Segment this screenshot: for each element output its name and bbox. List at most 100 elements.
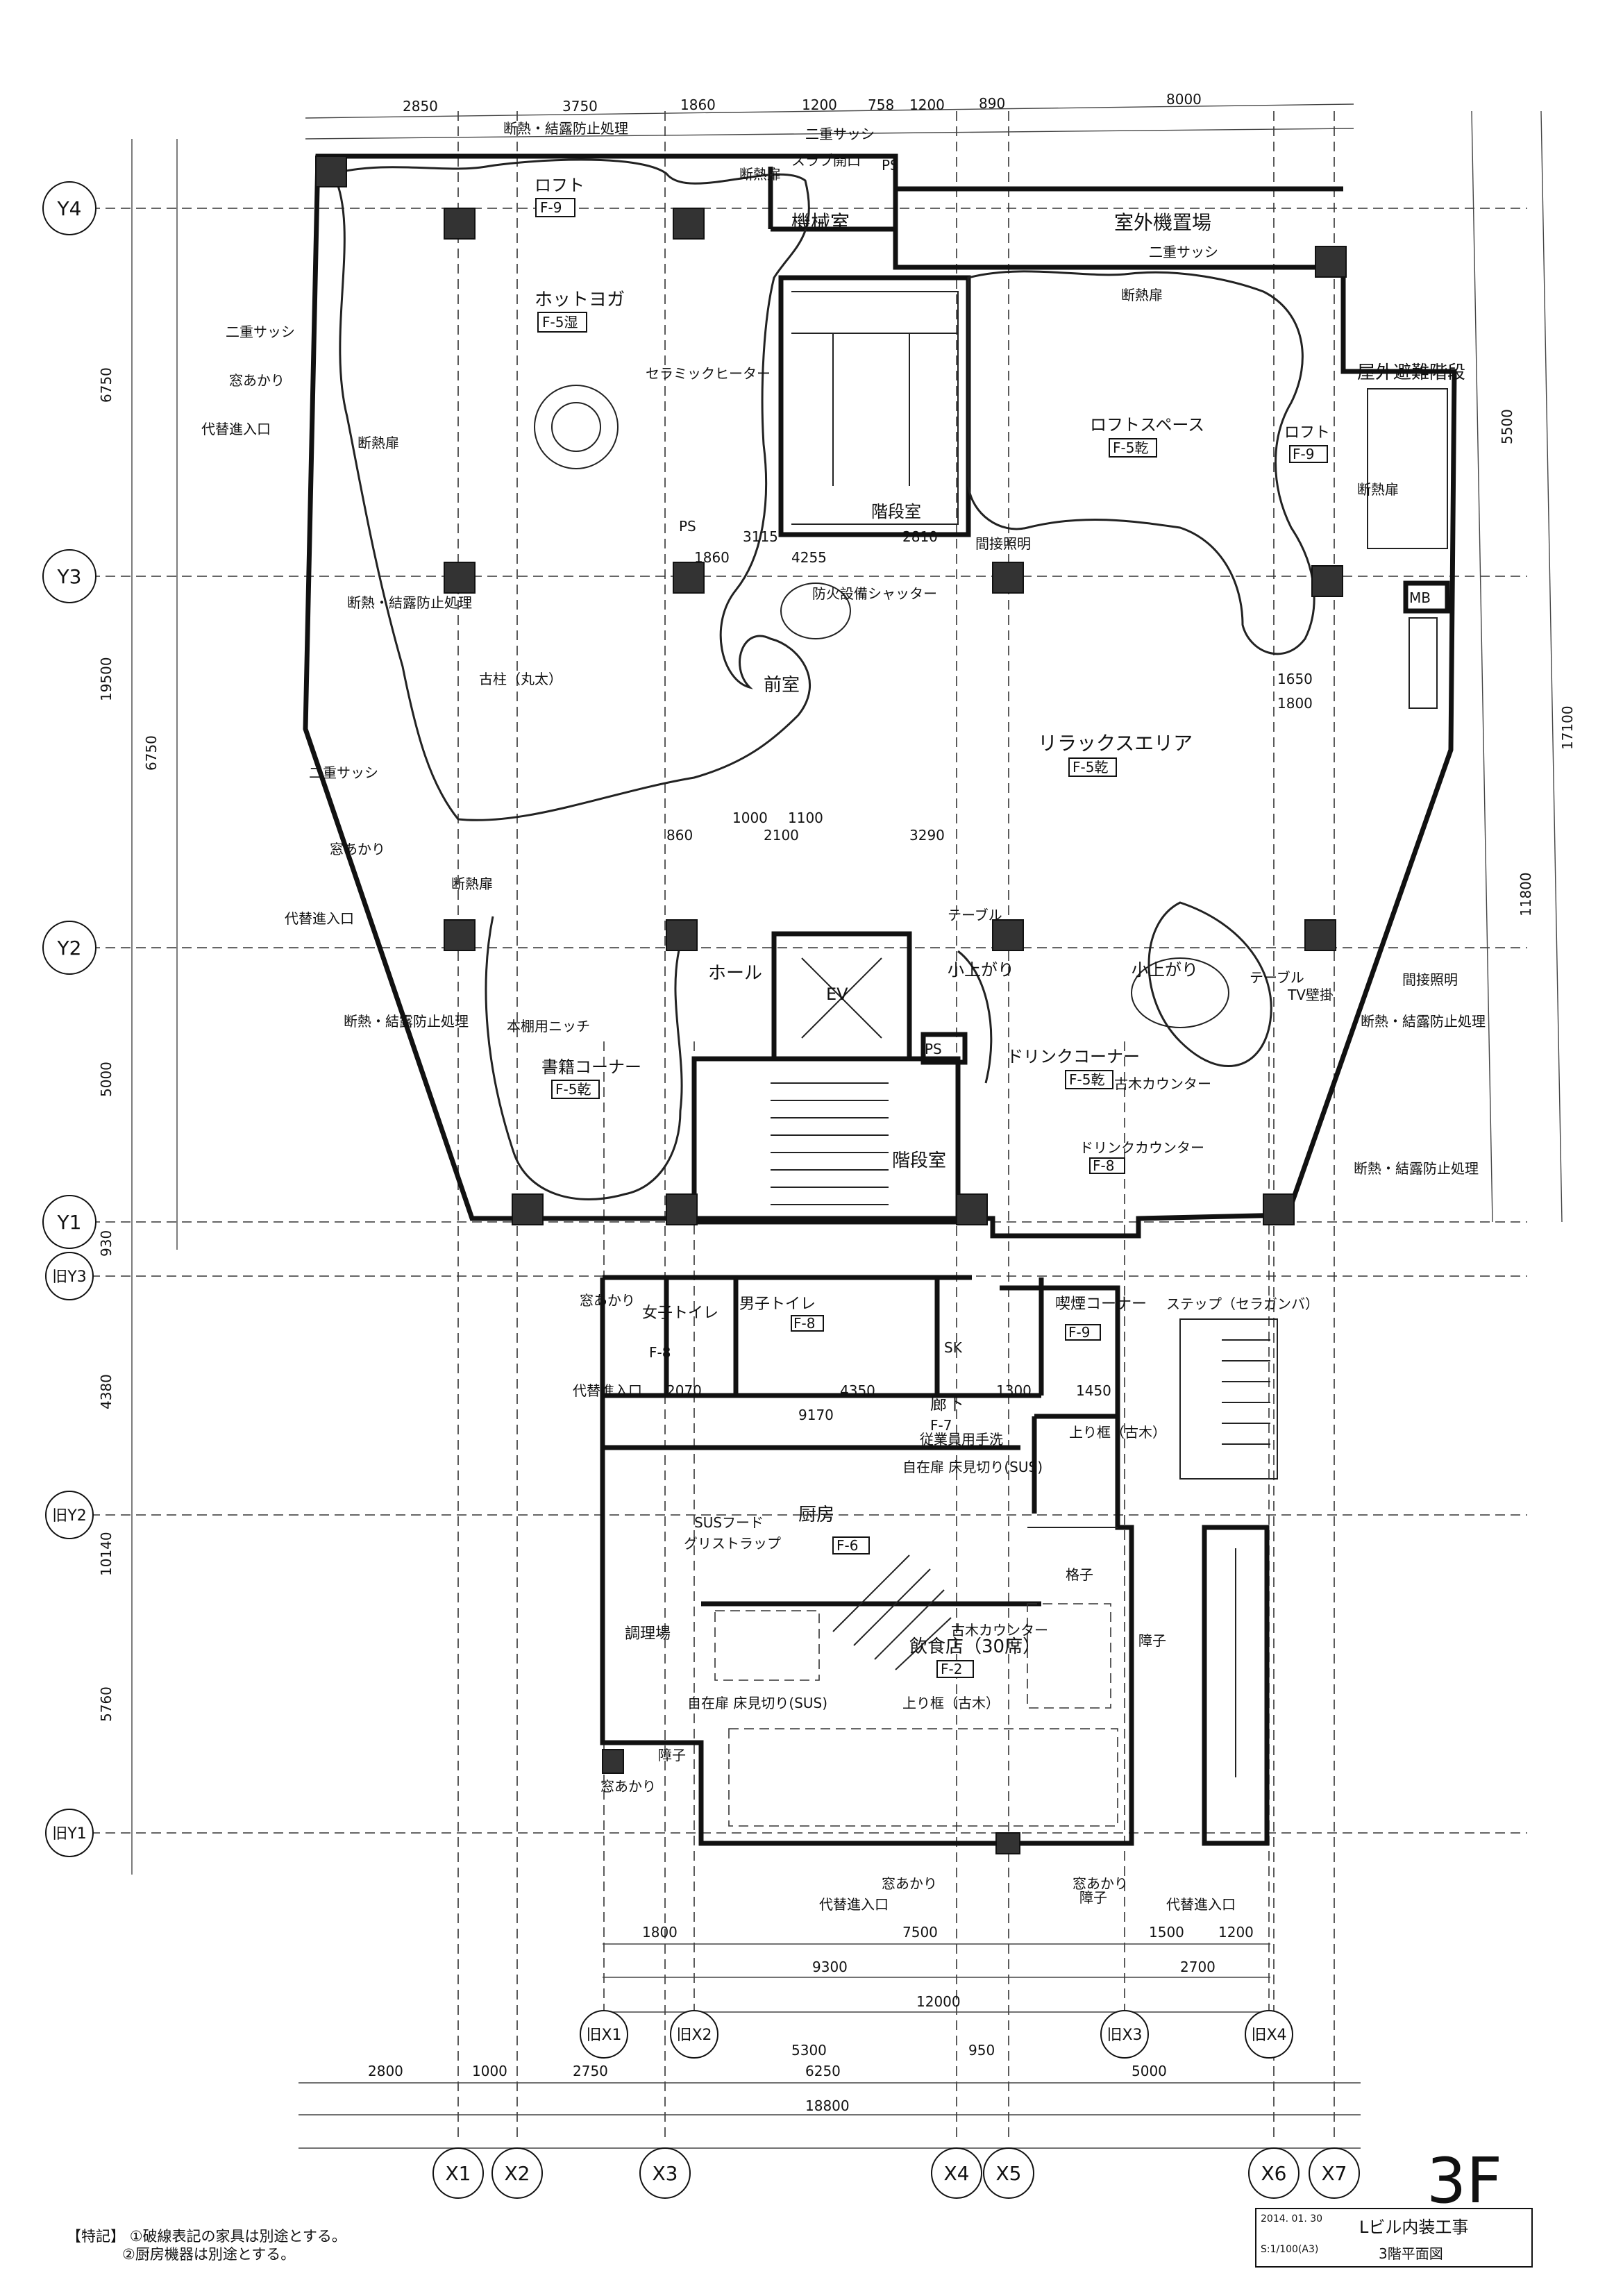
svg-text:断熱扉: 断熱扉 <box>358 435 399 451</box>
svg-text:9170: 9170 <box>798 1407 834 1423</box>
svg-text:断熱・結露防止処理: 断熱・結露防止処理 <box>1354 1160 1479 1177</box>
svg-text:テーブル: テーブル <box>1250 969 1304 986</box>
svg-text:上り框（古木）: 上り框（古木） <box>1069 1424 1166 1441</box>
svg-text:断熱・結露防止処理: 断熱・結露防止処理 <box>344 1013 469 1030</box>
svg-text:2070: 2070 <box>666 1382 702 1399</box>
svg-text:2100: 2100 <box>764 827 799 844</box>
svg-text:グリストラップ: グリストラップ <box>684 1535 781 1552</box>
grid-label: 旧X1 <box>586 2027 621 2044</box>
svg-text:MB: MB <box>1409 589 1431 606</box>
room-code: F-5乾 <box>1069 1071 1104 1088</box>
svg-text:1200: 1200 <box>802 97 837 113</box>
svg-text:代替進入口: 代替進入口 <box>819 1896 889 1913</box>
svg-text:障子: 障子 <box>658 1747 686 1763</box>
room-name: 喫煙コーナー <box>1055 1296 1147 1313</box>
svg-text:19500: 19500 <box>98 657 115 701</box>
grid-label: 旧X2 <box>676 2027 712 2044</box>
svg-text:890: 890 <box>979 95 1005 112</box>
room-name: 調理場 <box>625 1625 671 1643</box>
building-outline <box>303 153 1457 1846</box>
room-name: ドリンクコーナー <box>1007 1047 1140 1066</box>
svg-text:障子: 障子 <box>1138 1632 1166 1649</box>
svg-text:自在扉 床見切り(SUS): 自在扉 床見切り(SUS) <box>902 1459 1043 1475</box>
room-code: F-9 <box>1068 1324 1090 1341</box>
grid-label: Y1 <box>57 1211 82 1234</box>
grid-label: Y3 <box>57 565 82 588</box>
room-name: 前室 <box>764 675 800 696</box>
date: 2014. 01. 30 <box>1261 2213 1323 2224</box>
svg-text:古木カウンター: 古木カウンター <box>951 1622 1048 1639</box>
svg-text:5000: 5000 <box>1132 2063 1167 2079</box>
svg-text:スラブ開口: スラブ開口 <box>791 152 861 169</box>
svg-text:4350: 4350 <box>840 1382 875 1399</box>
svg-text:断熱扉: 断熱扉 <box>1357 481 1399 498</box>
svg-text:SK: SK <box>944 1339 963 1356</box>
svg-text:テーブル: テーブル <box>948 907 1002 923</box>
grid-label: X5 <box>996 2162 1022 2185</box>
svg-text:2850: 2850 <box>403 98 438 115</box>
svg-text:窓あかり: 窓あかり <box>229 372 285 389</box>
svg-text:5500: 5500 <box>1499 409 1515 444</box>
svg-text:格子: 格子 <box>1066 1566 1093 1583</box>
svg-text:断熱扉: 断熱扉 <box>451 875 493 892</box>
svg-text:断熱扉: 断熱扉 <box>739 166 781 183</box>
room-code: F-9 <box>540 199 562 216</box>
grid-label: 旧Y3 <box>52 1268 86 1286</box>
svg-text:7500: 7500 <box>902 1924 938 1941</box>
grid-label: X4 <box>944 2162 970 2185</box>
room-code: F-5乾 <box>1113 439 1148 456</box>
svg-text:950: 950 <box>968 2042 995 2059</box>
svg-text:930: 930 <box>98 1230 115 1257</box>
grid-lines <box>90 111 1527 2138</box>
svg-text:5000: 5000 <box>98 1062 115 1097</box>
drawing-title: 3階平面図 <box>1379 2245 1443 2262</box>
room-name: ホットヨガ <box>535 290 625 310</box>
svg-text:4255: 4255 <box>791 549 827 566</box>
room-name: 小上がり <box>1132 960 1198 980</box>
svg-text:断熱・結露防止処理: 断熱・結露防止処理 <box>347 594 472 611</box>
svg-text:1300: 1300 <box>996 1382 1032 1399</box>
room-code: F-8 <box>793 1315 815 1332</box>
svg-text:セラミックヒーター: セラミックヒーター <box>646 365 771 382</box>
fixtures <box>534 385 1229 1028</box>
svg-text:4380: 4380 <box>98 1374 115 1409</box>
room-name: 階段室 <box>871 502 921 521</box>
grid-label: Y2 <box>57 937 82 960</box>
svg-text:3750: 3750 <box>562 98 598 115</box>
notes-heading: 【特記】 <box>67 2228 125 2245</box>
svg-text:758: 758 <box>868 97 894 113</box>
svg-text:17100: 17100 <box>1559 705 1576 750</box>
svg-text:従業員用手洗: 従業員用手洗 <box>920 1431 1003 1448</box>
svg-text:2810: 2810 <box>902 528 938 545</box>
svg-text:1200: 1200 <box>909 97 945 113</box>
grid-label: X7 <box>1322 2162 1347 2185</box>
svg-text:9300: 9300 <box>812 1959 848 1975</box>
svg-text:1100: 1100 <box>788 810 823 826</box>
svg-text:SUSフード: SUSフード <box>694 1514 764 1531</box>
round-table-icon <box>780 583 851 639</box>
grid-label: Y4 <box>57 197 82 220</box>
svg-text:1200: 1200 <box>1218 1924 1254 1941</box>
svg-text:1500: 1500 <box>1149 1924 1184 1941</box>
room-name: リラックスエリア <box>1038 732 1193 755</box>
svg-text:代替進入口: 代替進入口 <box>1166 1896 1236 1913</box>
svg-text:間接照明: 間接照明 <box>1402 971 1458 988</box>
svg-text:1450: 1450 <box>1076 1382 1111 1399</box>
svg-text:PS: PS <box>679 518 696 535</box>
svg-text:3290: 3290 <box>909 827 945 844</box>
dimension-lines <box>131 103 1563 2149</box>
room-code: F-6 <box>836 1537 858 1554</box>
grid-label: X3 <box>653 2162 678 2185</box>
columns <box>315 156 1347 1854</box>
svg-text:2700: 2700 <box>1180 1959 1216 1975</box>
svg-text:窓あかり: 窓あかり <box>1073 1875 1128 1892</box>
svg-text:6750: 6750 <box>98 367 115 403</box>
scale: S:1/100(A3) <box>1261 2244 1319 2255</box>
svg-text:代替進入口: 代替進入口 <box>573 1382 642 1399</box>
svg-text:1650: 1650 <box>1277 671 1313 687</box>
grid-bubbles-bottom: X1 X2 X3 X4 X5 X6 X7 旧X1 旧X2 旧X3 旧X4 <box>432 2010 1360 2199</box>
svg-text:古木カウンター: 古木カウンター <box>1114 1075 1211 1092</box>
svg-text:窓あかり: 窓あかり <box>882 1875 937 1892</box>
ceramic-heater-icon <box>534 385 619 469</box>
